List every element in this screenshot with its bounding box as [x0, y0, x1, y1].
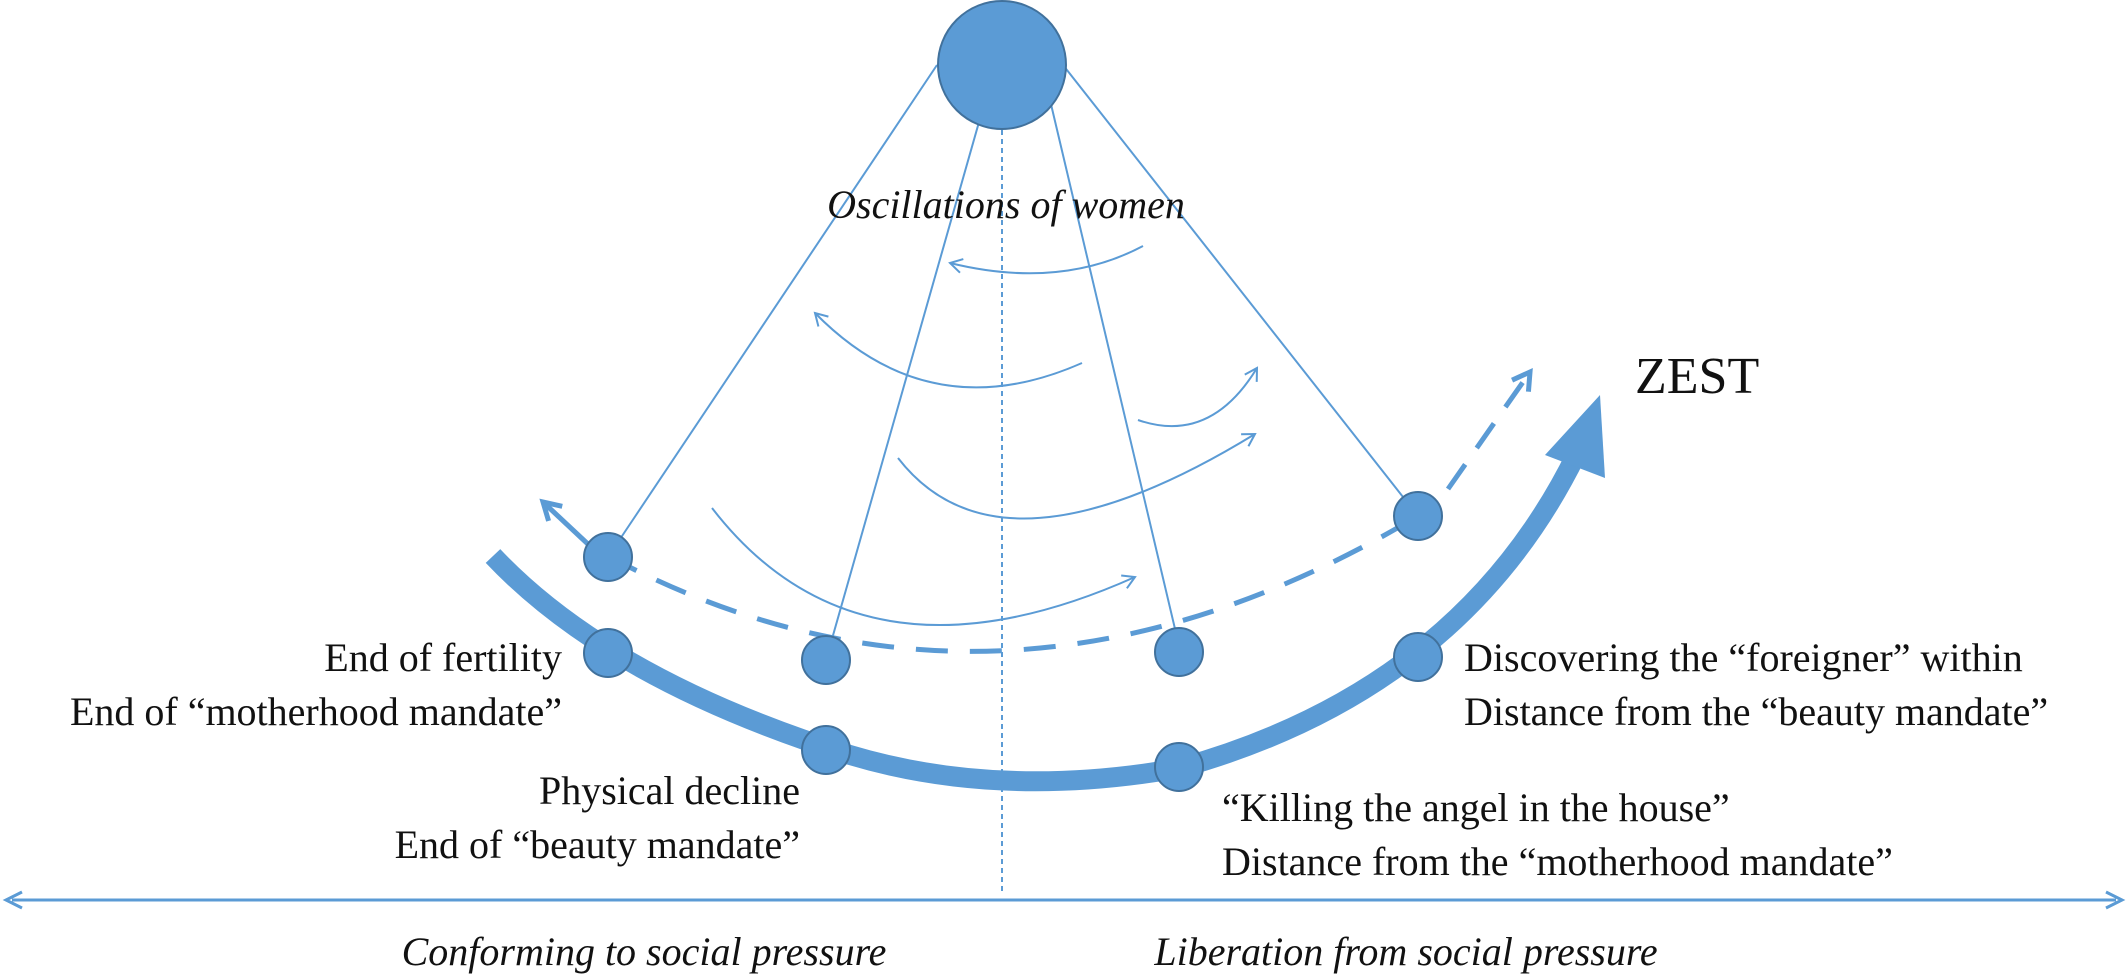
node-dashed-far-left [583, 532, 633, 582]
left-stage-1-line1: End of fertility [324, 635, 562, 680]
pendulum-string-right [1049, 99, 1181, 651]
oscillation-arrow-4 [897, 432, 1257, 520]
oscillation-arrow-3 [1137, 366, 1259, 428]
left-stage-2-line1: Physical decline [539, 768, 800, 813]
zest-label: ZEST [1635, 348, 1759, 405]
node-main-right [1154, 742, 1204, 792]
axis-left-label: Conforming to social pressure [402, 929, 887, 974]
node-main-left [801, 725, 851, 775]
dashed-swing-arc [606, 513, 1420, 654]
dashed-arrow-left [539, 498, 592, 548]
node-dashed-right [1154, 627, 1204, 677]
dashed-arrow-right [1445, 367, 1533, 491]
right-stage-2-line2: Distance from the “motherhood mandate” [1222, 839, 1893, 884]
pendulum-string-far-left [607, 64, 938, 558]
right-stage-2-line1: “Killing the angel in the house” [1222, 785, 1730, 830]
axis-right-label: Liberation from social pressure [1153, 929, 1657, 974]
bottom-axis-arrow-right [2105, 890, 2126, 910]
pendulum-pivot-node [937, 0, 1067, 130]
node-dashed-left [801, 635, 851, 685]
pendulum-string-left [825, 107, 984, 661]
left-stage-1-line2: End of “motherhood mandate” [70, 689, 562, 734]
main-arc-arrowhead [1545, 395, 1605, 478]
bottom-axis-arrow-left [2, 890, 23, 910]
oscillation-arrow-5 [711, 507, 1137, 627]
node-main-far-left [583, 628, 633, 678]
main-thick-arc [485, 450, 1585, 792]
oscillation-arrow-1 [948, 245, 1144, 275]
diagram-title: Oscillations of women [827, 182, 1185, 227]
right-stage-1-line2: Distance from the “beauty mandate” [1464, 689, 2048, 734]
pendulum-string-far-right [1062, 64, 1419, 517]
node-main-far-right [1393, 632, 1443, 682]
left-stage-2-line2: End of “beauty mandate” [395, 822, 800, 867]
right-stage-1-line1: Discovering the “foreigner” within [1464, 635, 2023, 680]
node-dashed-far-right [1393, 491, 1443, 541]
oscillation-arrow-2 [813, 311, 1083, 389]
